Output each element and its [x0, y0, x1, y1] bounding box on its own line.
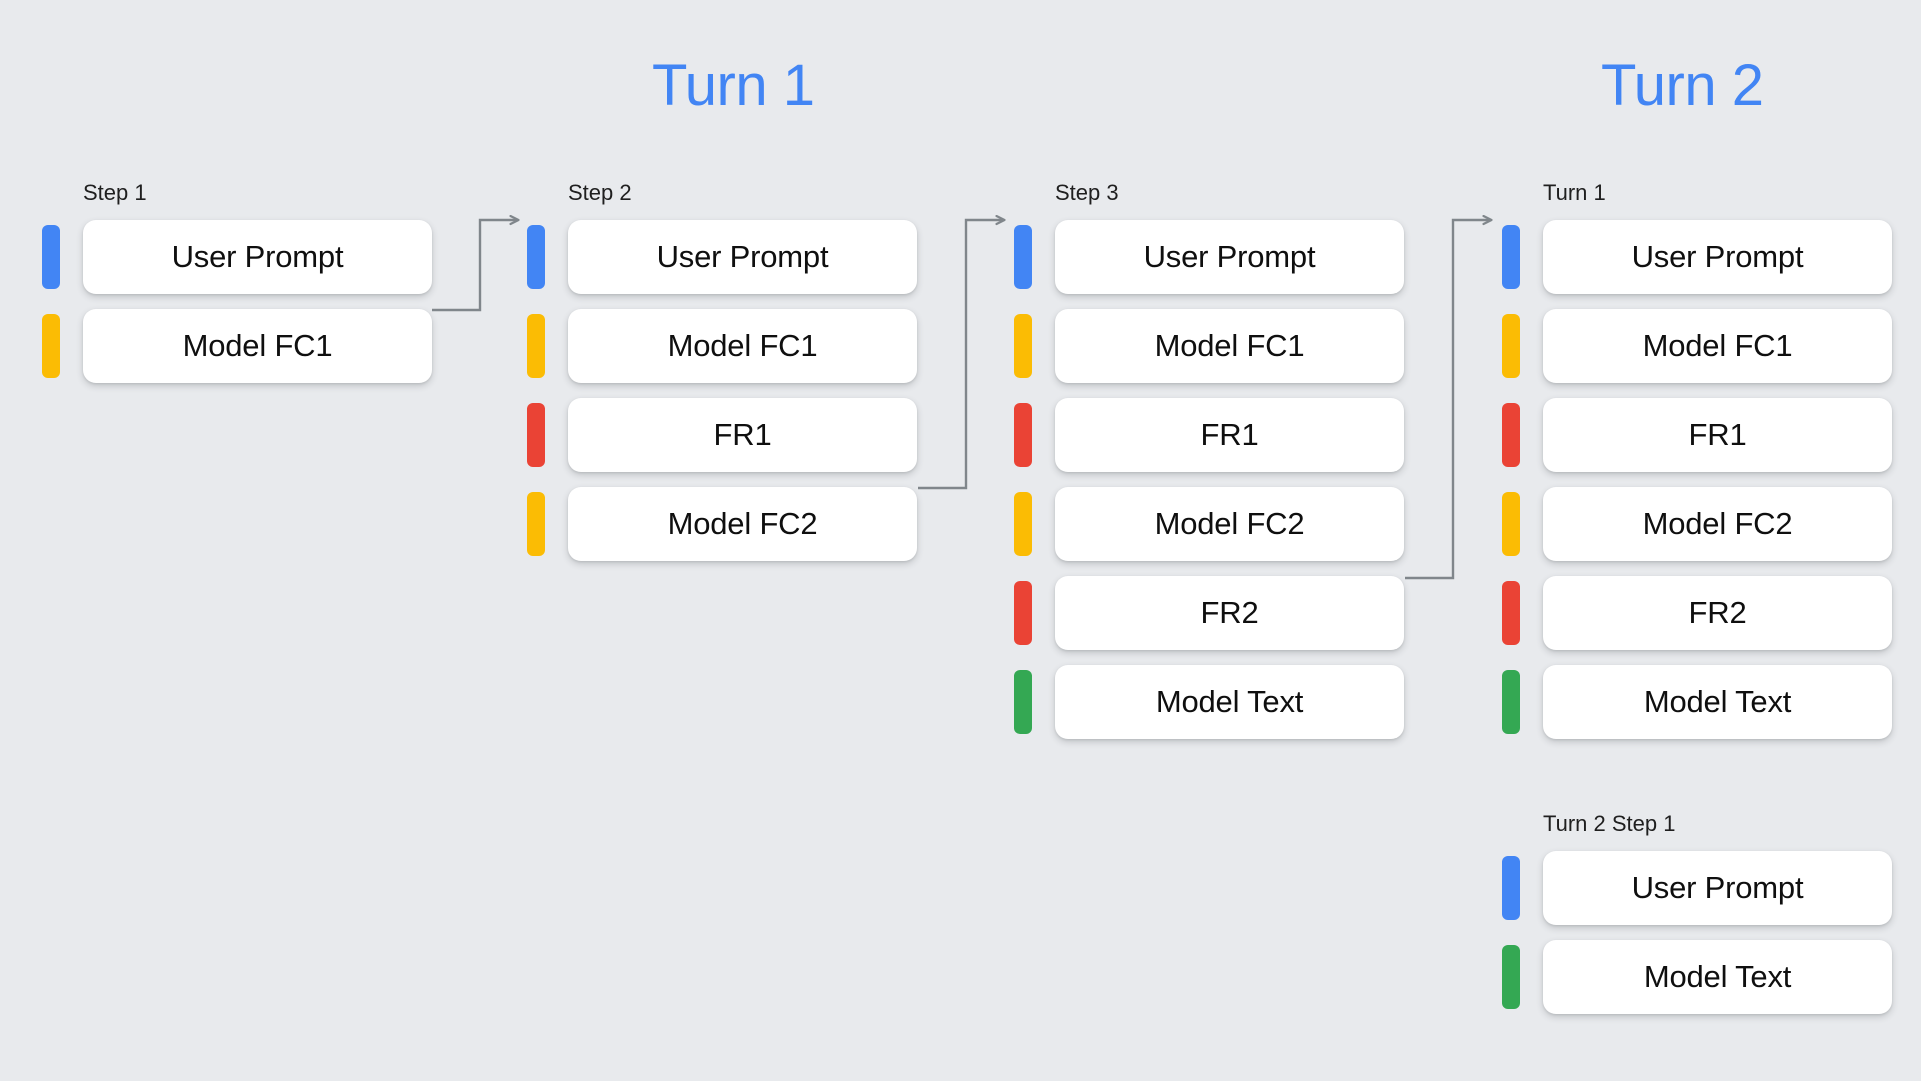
message-card[interactable]: User Prompt	[1055, 220, 1404, 294]
list-item[interactable]: FR2	[1502, 576, 1892, 650]
status-bar-red	[1014, 403, 1032, 467]
column-label-turn-1: Turn 1	[1543, 180, 1606, 205]
list-item[interactable]: Model FC1	[1502, 309, 1892, 383]
row-list-turn-2-step-1: User Prompt Model Text	[1502, 851, 1892, 1014]
status-bar-yellow	[527, 492, 545, 556]
connector-arrow-step3-to-turn1	[1405, 210, 1515, 580]
status-bar-green	[1502, 945, 1520, 1009]
message-card[interactable]: Model FC2	[1055, 487, 1404, 561]
message-card[interactable]: FR1	[568, 398, 917, 472]
status-bar-blue	[1502, 225, 1520, 289]
list-item[interactable]: Model FC1	[42, 309, 432, 383]
column-step-1: Step 1 User Prompt Model FC1	[42, 182, 432, 383]
message-card[interactable]: FR1	[1543, 398, 1892, 472]
status-bar-blue	[42, 225, 60, 289]
column-turn-1: Turn 1 User Prompt Model FC1 FR1 Model F…	[1502, 182, 1892, 739]
list-item[interactable]: Model FC1	[527, 309, 917, 383]
list-item[interactable]: Model Text	[1502, 665, 1892, 739]
list-item[interactable]: User Prompt	[1014, 220, 1404, 294]
message-card[interactable]: Model FC2	[568, 487, 917, 561]
message-card[interactable]: FR1	[1055, 398, 1404, 472]
turn-1-heading: Turn 1	[652, 53, 815, 118]
row-list-step-3: User Prompt Model FC1 FR1 Model FC2 FR2 …	[1014, 220, 1404, 739]
list-item[interactable]: User Prompt	[42, 220, 432, 294]
column-label-turn-2-step-1: Turn 2 Step 1	[1543, 811, 1676, 836]
list-item[interactable]: Model FC2	[527, 487, 917, 561]
status-bar-red	[527, 403, 545, 467]
status-bar-yellow	[42, 314, 60, 378]
status-bar-yellow	[1014, 492, 1032, 556]
message-card[interactable]: User Prompt	[83, 220, 432, 294]
status-bar-green	[1502, 670, 1520, 734]
list-item[interactable]: Model FC2	[1014, 487, 1404, 561]
list-item[interactable]: Model Text	[1502, 940, 1892, 1014]
turn-2-heading: Turn 2	[1601, 53, 1764, 118]
column-label-step-2: Step 2	[568, 180, 632, 205]
status-bar-yellow	[1014, 314, 1032, 378]
message-card[interactable]: FR2	[1543, 576, 1892, 650]
list-item[interactable]: Model Text	[1014, 665, 1404, 739]
message-card[interactable]: Model Text	[1543, 940, 1892, 1014]
message-card[interactable]: Model Text	[1543, 665, 1892, 739]
status-bar-yellow	[1502, 314, 1520, 378]
row-list-step-2: User Prompt Model FC1 FR1 Model FC2	[527, 220, 917, 561]
message-card[interactable]: Model FC1	[1543, 309, 1892, 383]
list-item[interactable]: Model FC2	[1502, 487, 1892, 561]
connector-arrow-step1-to-step2	[432, 210, 542, 312]
status-bar-red	[1014, 581, 1032, 645]
status-bar-blue	[1014, 225, 1032, 289]
status-bar-green	[1014, 670, 1032, 734]
status-bar-blue	[1502, 856, 1520, 920]
list-item[interactable]: FR1	[1502, 398, 1892, 472]
column-turn-2-step-1: Turn 2 Step 1 User Prompt Model Text	[1502, 813, 1892, 1014]
status-bar-blue	[527, 225, 545, 289]
message-card[interactable]: Model FC1	[83, 309, 432, 383]
list-item[interactable]: FR1	[1014, 398, 1404, 472]
message-card[interactable]: User Prompt	[1543, 851, 1892, 925]
status-bar-red	[1502, 581, 1520, 645]
status-bar-yellow	[1502, 492, 1520, 556]
row-list-turn-1: User Prompt Model FC1 FR1 Model FC2 FR2 …	[1502, 220, 1892, 739]
status-bar-yellow	[527, 314, 545, 378]
message-card[interactable]: FR2	[1055, 576, 1404, 650]
column-label-step-3: Step 3	[1055, 180, 1119, 205]
row-list-step-1: User Prompt Model FC1	[42, 220, 432, 383]
connector-arrow-step2-to-step3	[918, 210, 1028, 490]
message-card[interactable]: Model Text	[1055, 665, 1404, 739]
column-step-2: Step 2 User Prompt Model FC1 FR1 Model F…	[527, 182, 917, 561]
list-item[interactable]: User Prompt	[1502, 851, 1892, 925]
list-item[interactable]: User Prompt	[1502, 220, 1892, 294]
message-card[interactable]: Model FC1	[568, 309, 917, 383]
list-item[interactable]: User Prompt	[527, 220, 917, 294]
column-label-step-1: Step 1	[83, 180, 147, 205]
message-card[interactable]: User Prompt	[568, 220, 917, 294]
message-card[interactable]: Model FC1	[1055, 309, 1404, 383]
list-item[interactable]: FR2	[1014, 576, 1404, 650]
status-bar-red	[1502, 403, 1520, 467]
column-step-3: Step 3 User Prompt Model FC1 FR1 Model F…	[1014, 182, 1404, 739]
message-card[interactable]: User Prompt	[1543, 220, 1892, 294]
list-item[interactable]: FR1	[527, 398, 917, 472]
message-card[interactable]: Model FC2	[1543, 487, 1892, 561]
list-item[interactable]: Model FC1	[1014, 309, 1404, 383]
